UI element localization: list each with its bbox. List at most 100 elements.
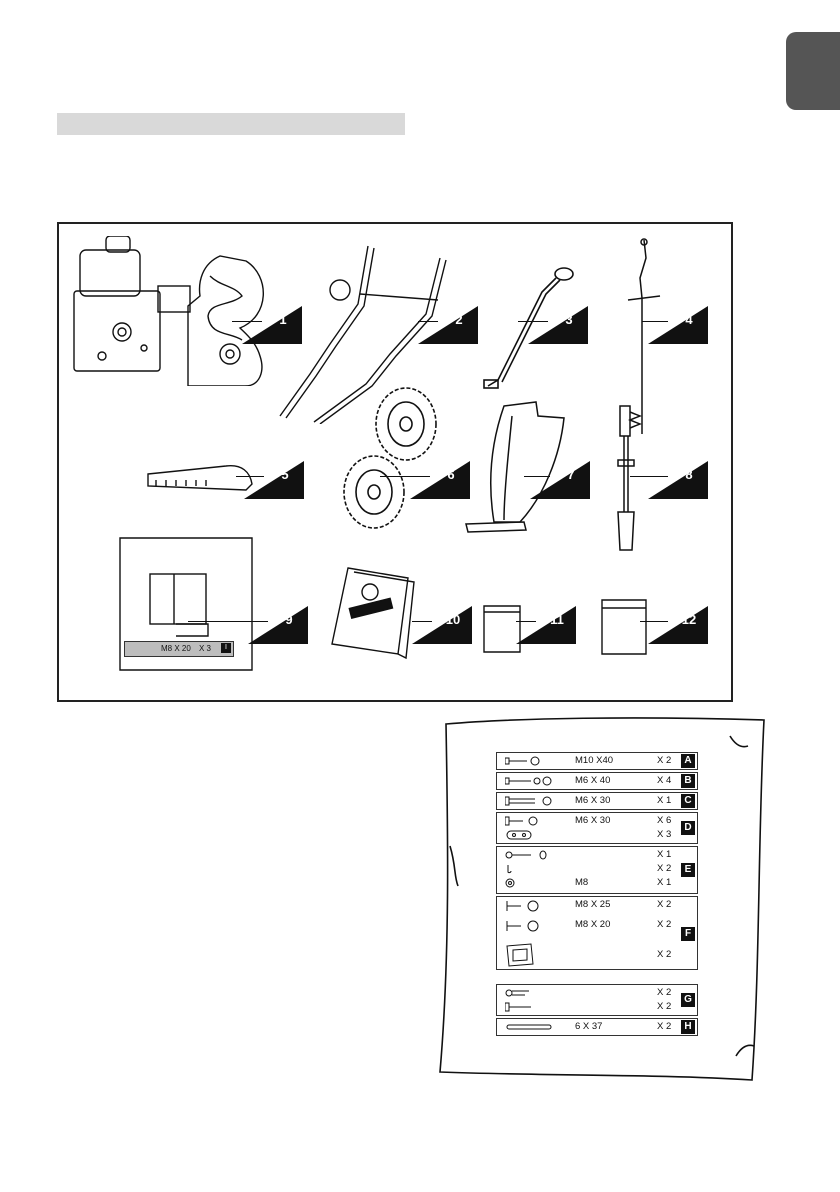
bag-9-size: M8 X 20	[161, 644, 191, 653]
part-number: 10	[438, 612, 468, 627]
hardware-row: M6 X 40 X 4	[497, 773, 697, 789]
section-heading-bar	[57, 113, 405, 135]
bag-9-label: M8 X 20 X 3 I	[124, 641, 234, 657]
hardware-group-a: M10 X40 X 2 A	[496, 752, 698, 770]
hardware-group-f: M8 X 25 X 2 M8 X 20 X 2 X 2 F	[496, 896, 698, 970]
hardware-qty: X 3	[657, 829, 671, 840]
hardware-letter: G	[681, 993, 695, 1007]
chute-crank-icon	[608, 402, 648, 552]
pin-icon	[505, 850, 555, 860]
nut-icon	[505, 878, 515, 888]
shift-plate-icon	[146, 460, 256, 500]
part-number: 4	[674, 312, 704, 327]
hardware-row: X 2	[497, 939, 697, 955]
hardware-row: M8 X 1	[497, 875, 697, 891]
hardware-group-b: M6 X 40 X 4 B	[496, 772, 698, 790]
hardware-size: M8	[575, 877, 588, 888]
part-tag-12: 12	[648, 606, 708, 644]
hardware-row: X 2	[497, 999, 697, 1015]
part-number: 1	[268, 312, 298, 327]
bolt-nut-icon	[505, 816, 545, 826]
part-12	[600, 598, 648, 656]
hardware-size: M10 X40	[575, 755, 613, 766]
part-tag-7: 7	[530, 461, 590, 499]
part-number: 11	[542, 612, 572, 627]
hardware-size: M8 X 20	[575, 919, 610, 930]
hardware-letter: A	[681, 754, 695, 768]
hardware-qty: X 2	[657, 1001, 671, 1012]
hardware-qty: X 2	[657, 949, 671, 960]
part-tag-10: 10	[412, 606, 472, 644]
plate-icon	[505, 830, 535, 840]
bolt-washer-icon	[505, 756, 545, 766]
hardware-group-c: M6 X 30 X 1 C	[496, 792, 698, 810]
part-number: 3	[554, 312, 584, 327]
hardware-size: M6 X 30	[575, 815, 610, 826]
hardware-qty: X 2	[657, 1021, 671, 1032]
hardware-row: 6 X 37 X 2	[497, 1019, 697, 1035]
hardware-qty: X 2	[657, 899, 671, 910]
hardware-row: M6 X 30 X 1	[497, 793, 697, 809]
hardware-letter: H	[681, 1020, 695, 1034]
part-number: 9	[274, 612, 304, 627]
hardware-letter: F	[681, 927, 695, 941]
hardware-size: 6 X 37	[575, 1021, 602, 1032]
hardware-row: X 3	[497, 827, 697, 843]
part-tag-11: 11	[516, 606, 576, 644]
part-number: 7	[556, 467, 586, 482]
hardware-row: M10 X40 X 2	[497, 753, 697, 769]
hair-pin-icon	[505, 988, 535, 998]
hardware-qty: X 2	[657, 919, 671, 930]
bolt-nut-icon	[505, 776, 555, 786]
part-tag-8: 8	[648, 461, 708, 499]
hardware-letter: D	[681, 821, 695, 835]
hardware-row: M8 X 20 X 2	[497, 917, 697, 933]
part-8	[608, 402, 648, 552]
clip-icon	[505, 864, 515, 874]
hardware-group-g: X 2 X 2 G	[496, 984, 698, 1016]
shear-pin-icon	[505, 1022, 555, 1032]
part-6	[330, 384, 450, 534]
part-tag-3: 3	[528, 306, 588, 344]
bag-icon	[600, 598, 648, 656]
carriage-bolt-nut-icon	[505, 900, 545, 912]
hardware-qty: X 4	[657, 775, 671, 786]
part-tag-6: 6	[410, 461, 470, 499]
part-tag-9: 9	[248, 606, 308, 644]
hardware-size: M6 X 30	[575, 795, 610, 806]
carriage-bolt-nut-icon	[505, 920, 545, 932]
skid-shoe-icon	[505, 942, 535, 968]
language-tab	[786, 32, 840, 110]
part-number: 5	[270, 467, 300, 482]
hardware-qty: X 2	[657, 987, 671, 998]
part-tag-4: 4	[648, 306, 708, 344]
bag-9-letter: I	[221, 643, 231, 653]
part-number: 2	[444, 312, 474, 327]
part-number: 12	[674, 612, 704, 627]
bag-9-qty: X 3	[199, 644, 211, 653]
part-number: 6	[436, 467, 466, 482]
hardware-row: M8 X 25 X 2	[497, 897, 697, 913]
hardware-group-d: M6 X 30 X 6 X 3 D	[496, 812, 698, 844]
hardware-size: M8 X 25	[575, 899, 610, 910]
hardware-qty: X 6	[657, 815, 671, 826]
part-tag-1: 1	[242, 306, 302, 344]
hardware-letter: E	[681, 863, 695, 877]
hardware-size: M6 X 40	[575, 775, 610, 786]
hardware-qty: X 2	[657, 863, 671, 874]
hardware-letter: C	[681, 794, 695, 808]
hardware-qty: X 2	[657, 755, 671, 766]
part-tag-2: 2	[418, 306, 478, 344]
screw-nut-icon	[505, 796, 555, 806]
part-tag-5: 5	[244, 461, 304, 499]
hardware-qty: X 1	[657, 877, 671, 888]
hardware-letter: B	[681, 774, 695, 788]
hardware-qty: X 1	[657, 849, 671, 860]
clevis-pin-icon	[505, 1002, 535, 1012]
part-number: 8	[674, 467, 704, 482]
hardware-qty: X 1	[657, 795, 671, 806]
hardware-group-e: X 1 X 2 M8 X 1 E	[496, 846, 698, 894]
wheels-icon	[330, 384, 450, 534]
hardware-group-h: 6 X 37 X 2 H	[496, 1018, 698, 1036]
part-5	[146, 460, 256, 500]
